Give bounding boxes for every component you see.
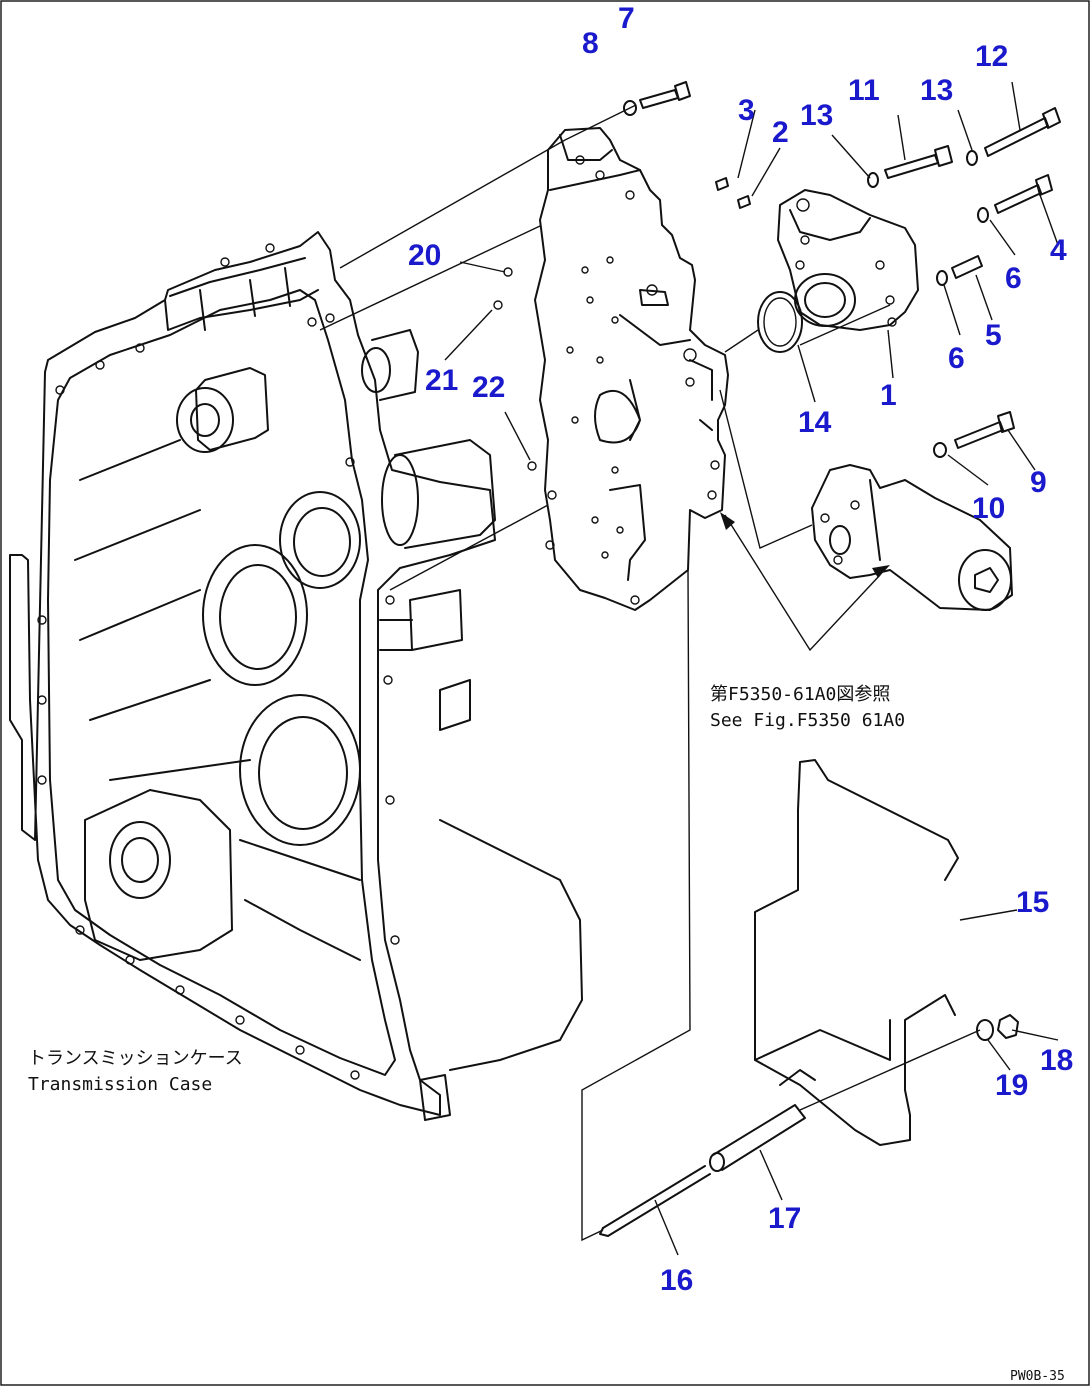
part-label-13a[interactable]: 13 <box>800 99 833 132</box>
part-label-6b[interactable]: 6 <box>948 342 965 375</box>
transmission-case-drawing <box>9 231 583 1121</box>
arrow-head <box>720 512 735 530</box>
part-label-20[interactable]: 20 <box>408 239 441 272</box>
part-label-1[interactable]: 1 <box>880 379 897 412</box>
part-label-3[interactable]: 3 <box>738 94 755 127</box>
part-label-4[interactable]: 4 <box>1050 234 1067 267</box>
part-label-22[interactable]: 22 <box>472 371 505 404</box>
arrow-head <box>872 565 890 578</box>
see-figure-note-jp: 第F5350-61A0図参照 <box>710 684 890 705</box>
part-label-12[interactable]: 12 <box>975 40 1008 73</box>
o-ring-14-shape <box>757 291 803 353</box>
pump-valve-drawing <box>777 189 919 331</box>
transmission-case-label-jp: トランスミッションケース <box>28 1048 243 1069</box>
washer-19-shape <box>976 1019 994 1041</box>
part-label-9[interactable]: 9 <box>1030 466 1047 499</box>
part-label-19[interactable]: 19 <box>995 1069 1028 1102</box>
solenoid-valve-drawing <box>811 464 1013 611</box>
part-label-2[interactable]: 2 <box>772 116 789 149</box>
nut-18-shape <box>997 1014 1019 1039</box>
part-number-labels: 1 2 3 4 5 6 6 7 8 9 10 11 12 13 13 14 15… <box>408 2 1073 1297</box>
valve-body-drawing <box>534 127 729 611</box>
pipe-17-shape <box>709 1104 806 1172</box>
drawing-reference: PW0B-35 <box>1010 1369 1065 1384</box>
bolt-shapes <box>493 81 1061 471</box>
part-label-5[interactable]: 5 <box>985 319 1002 352</box>
leader-lines <box>319 81 1059 1256</box>
part-label-8[interactable]: 8 <box>582 27 599 60</box>
see-figure-note-en: See Fig.F5350 61A0 <box>710 710 905 731</box>
part-label-7[interactable]: 7 <box>618 2 635 35</box>
part-label-13b[interactable]: 13 <box>920 74 953 107</box>
part-label-14[interactable]: 14 <box>798 406 832 439</box>
part-label-15[interactable]: 15 <box>1016 886 1049 919</box>
cover-plate-shape <box>754 759 959 1146</box>
part-label-21[interactable]: 21 <box>425 364 458 397</box>
part-label-10[interactable]: 10 <box>972 492 1005 525</box>
transmission-case-label-en: Transmission Case <box>28 1074 212 1095</box>
part-label-11[interactable]: 11 <box>848 74 880 107</box>
part-label-6a[interactable]: 6 <box>1005 262 1022 295</box>
part-label-18[interactable]: 18 <box>1040 1044 1073 1077</box>
part-label-16[interactable]: 16 <box>660 1264 693 1297</box>
part-label-17[interactable]: 17 <box>768 1202 801 1235</box>
